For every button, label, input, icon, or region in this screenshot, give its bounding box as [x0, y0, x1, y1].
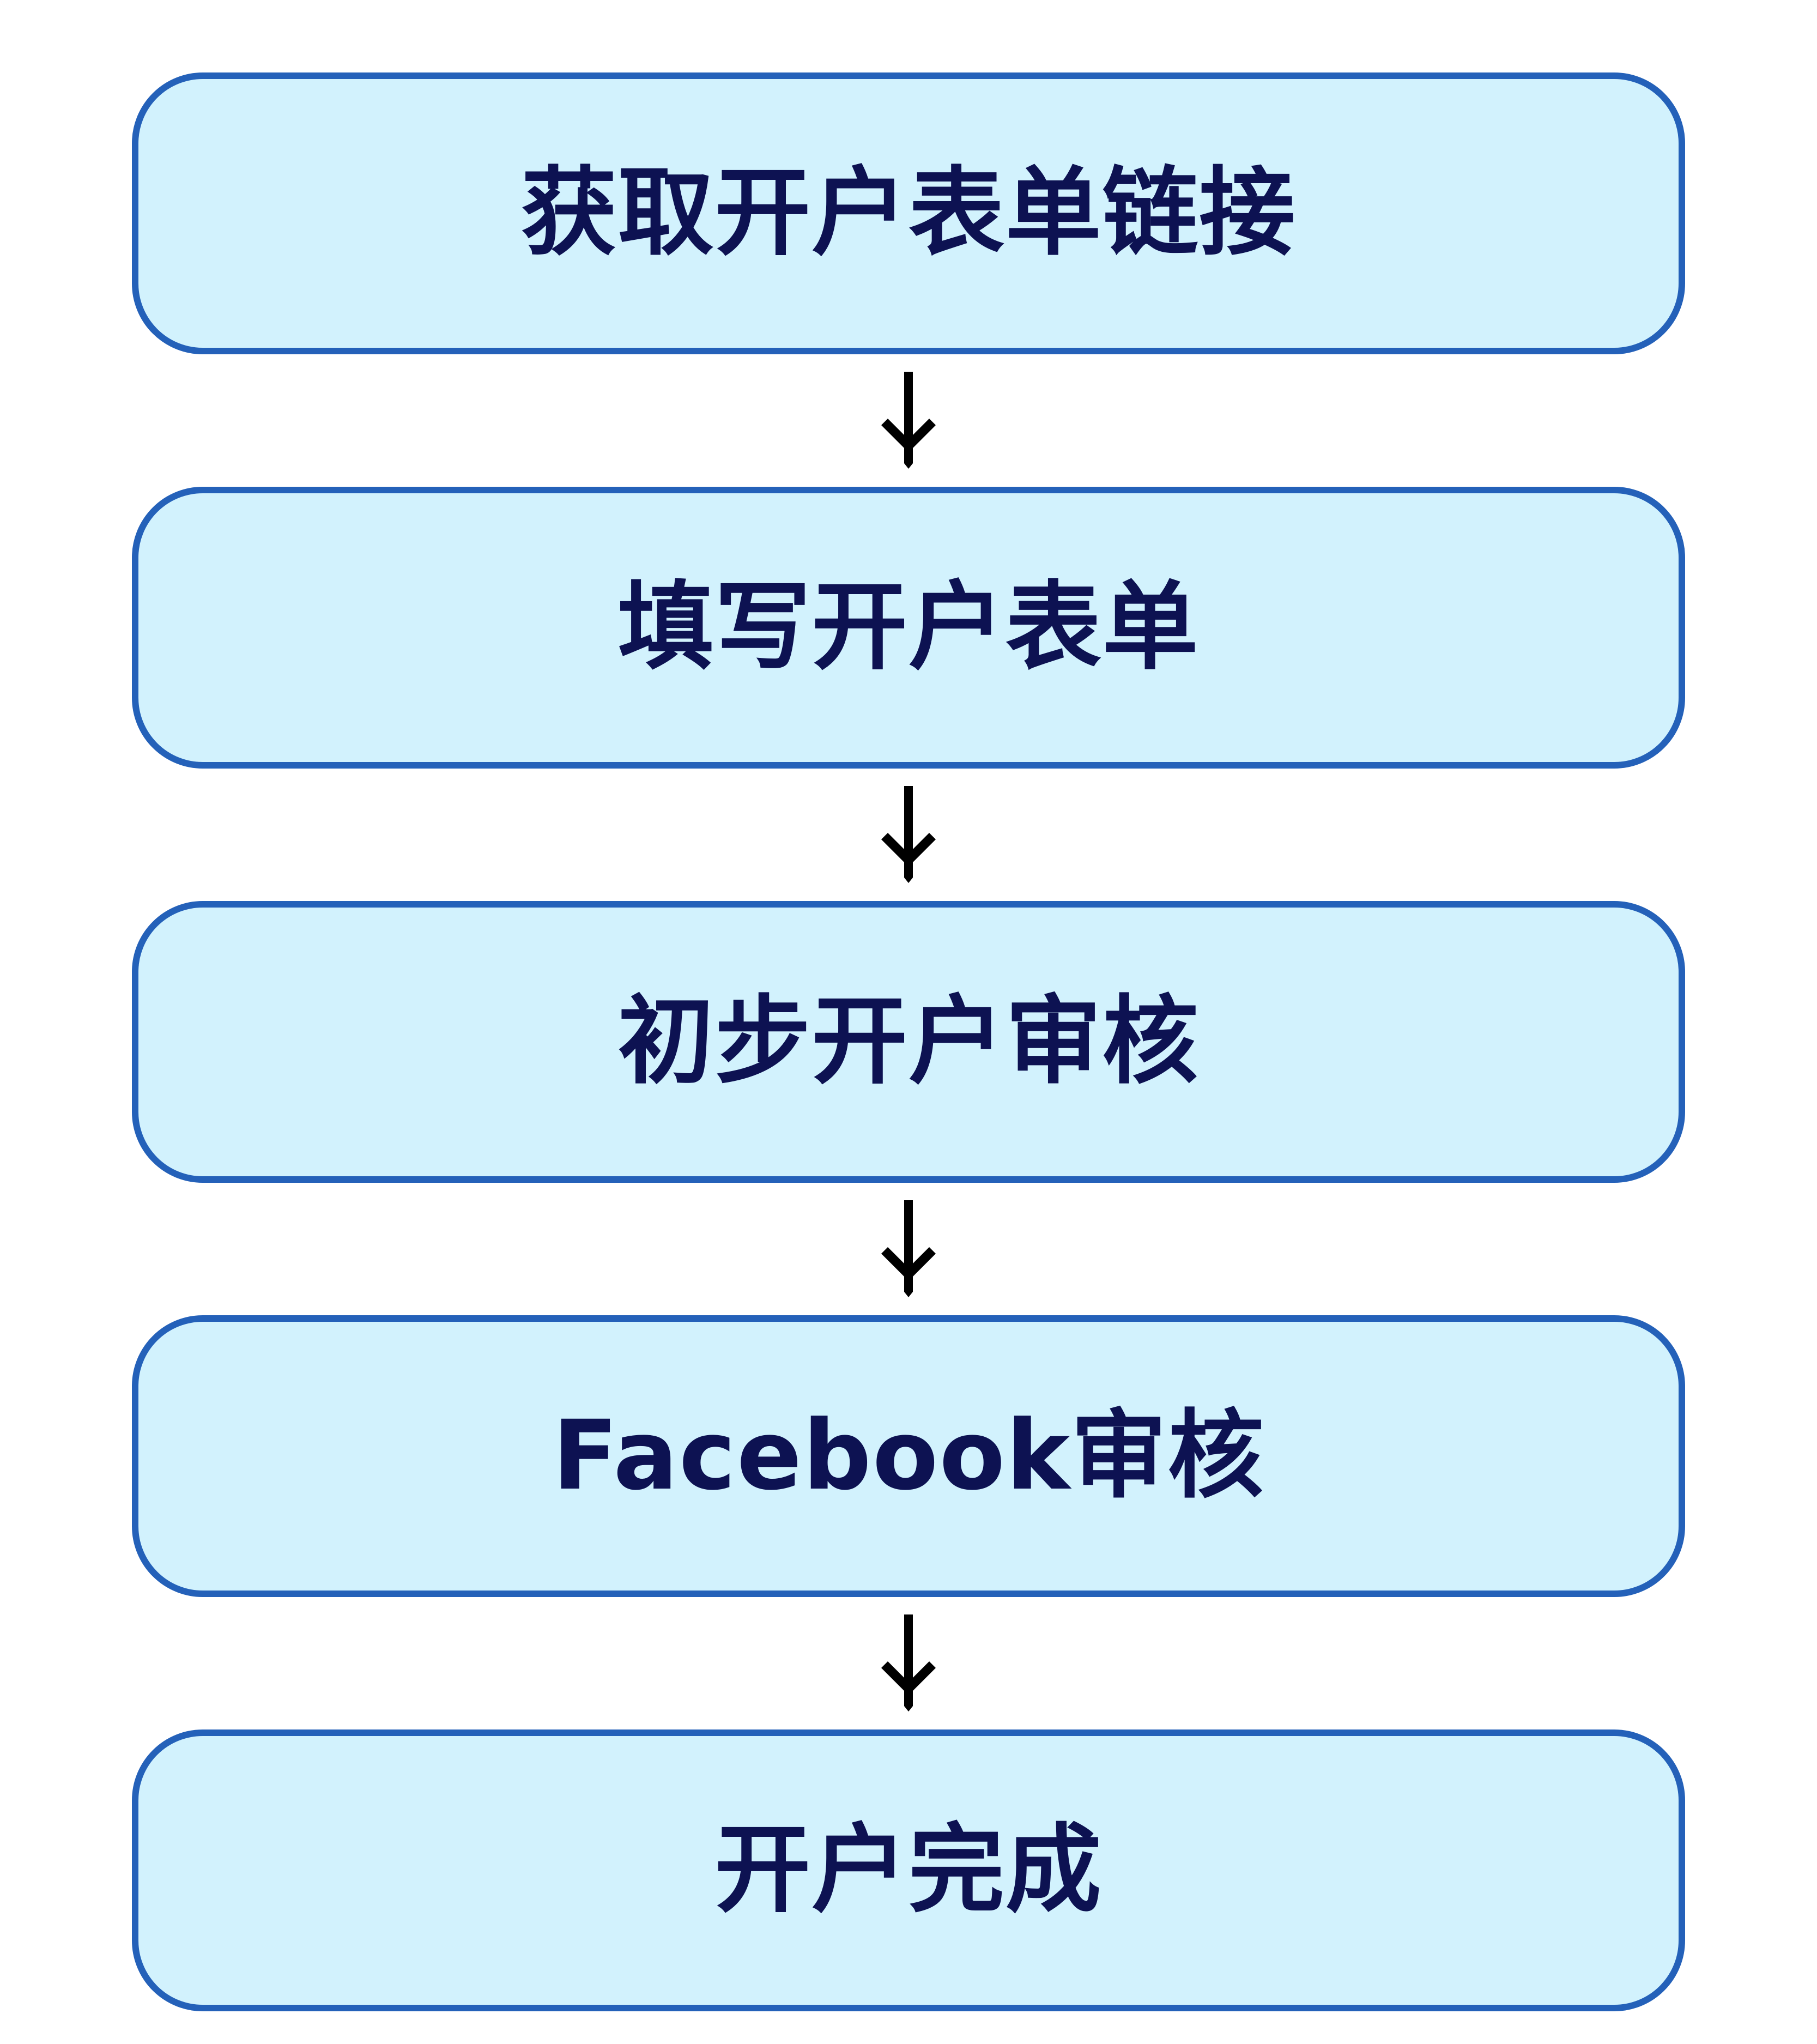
flow-node-label: 开户完成: [714, 1814, 1103, 1926]
flow-node-step-5[interactable]: 开户完成: [132, 1729, 1685, 2011]
flow-connector-4: [132, 1597, 1685, 1729]
flow-node-label: 填写开户表单: [617, 571, 1200, 684]
flow-connector-2: [132, 769, 1685, 901]
arrow-down-icon: [881, 1614, 936, 1712]
flow-node-step-2[interactable]: 填写开户表单: [132, 487, 1685, 769]
flow-node-step-1[interactable]: 获取开户表单链接: [132, 72, 1685, 354]
arrow-down-icon: [881, 785, 936, 883]
flow-node-step-3[interactable]: 初步开户审核: [132, 901, 1685, 1183]
flow-node-step-4[interactable]: Facebook审核: [132, 1315, 1685, 1597]
flow-node-label: 初步开户审核: [617, 985, 1200, 1098]
flow-connector-1: [132, 354, 1685, 487]
flow-node-label: 获取开户表单链接: [520, 157, 1297, 269]
arrow-down-icon: [881, 1200, 936, 1297]
flow-node-label: Facebook审核: [552, 1400, 1265, 1512]
arrow-down-icon: [881, 371, 936, 469]
flow-connector-3: [132, 1183, 1685, 1315]
